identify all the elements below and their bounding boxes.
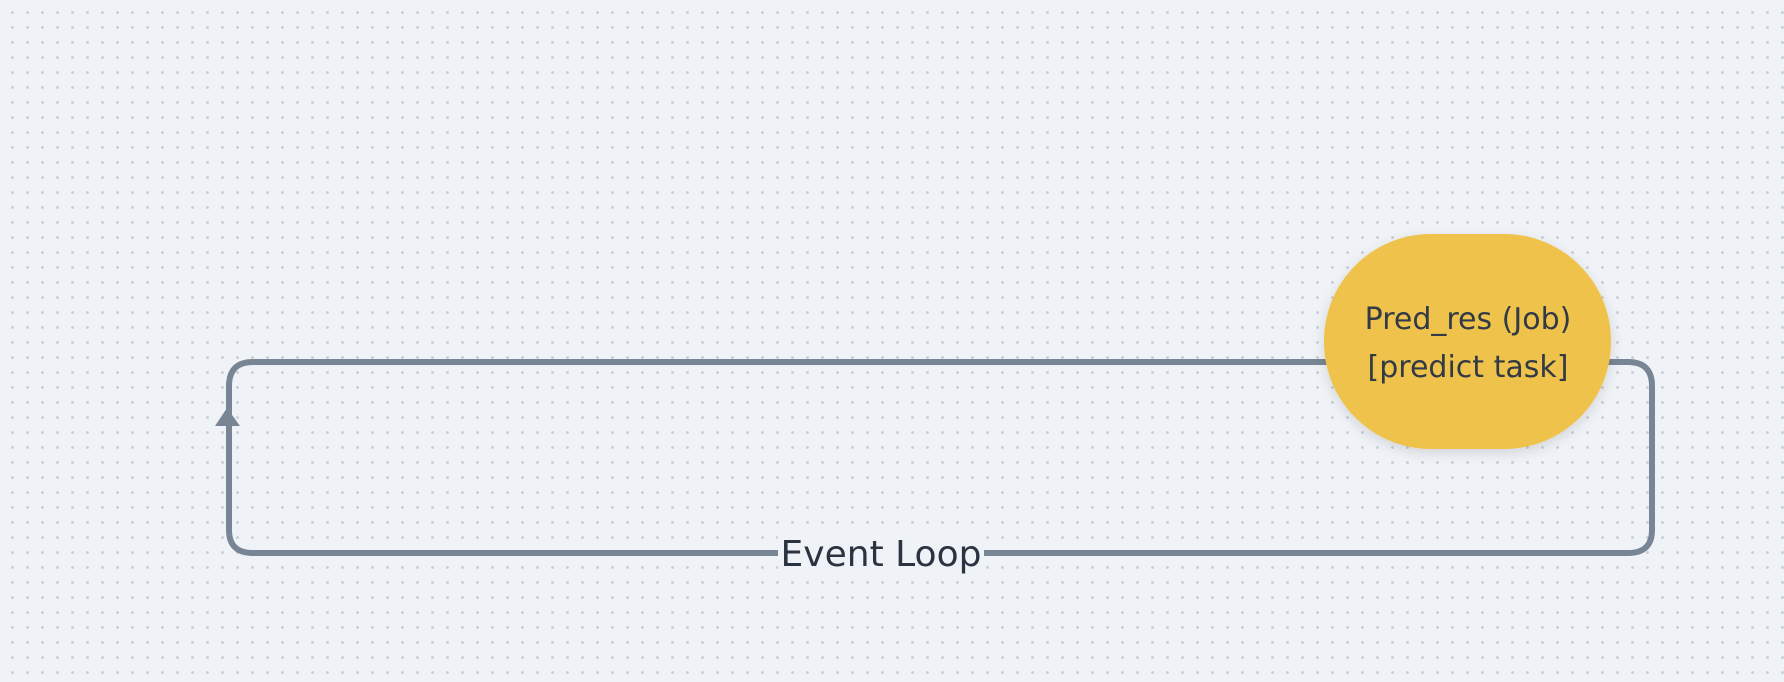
edge-label-background — [778, 528, 984, 578]
node-label-title: Pred_res (Job) — [1365, 302, 1572, 337]
edge-label-event-loop: Event Loop — [781, 534, 982, 575]
arrow-up-icon — [215, 408, 240, 426]
node-label-subtitle: [predict task] — [1368, 350, 1569, 385]
node-shape — [1324, 234, 1611, 449]
node-pred-res[interactable]: Pred_res (Job) [predict task] — [1324, 234, 1611, 449]
